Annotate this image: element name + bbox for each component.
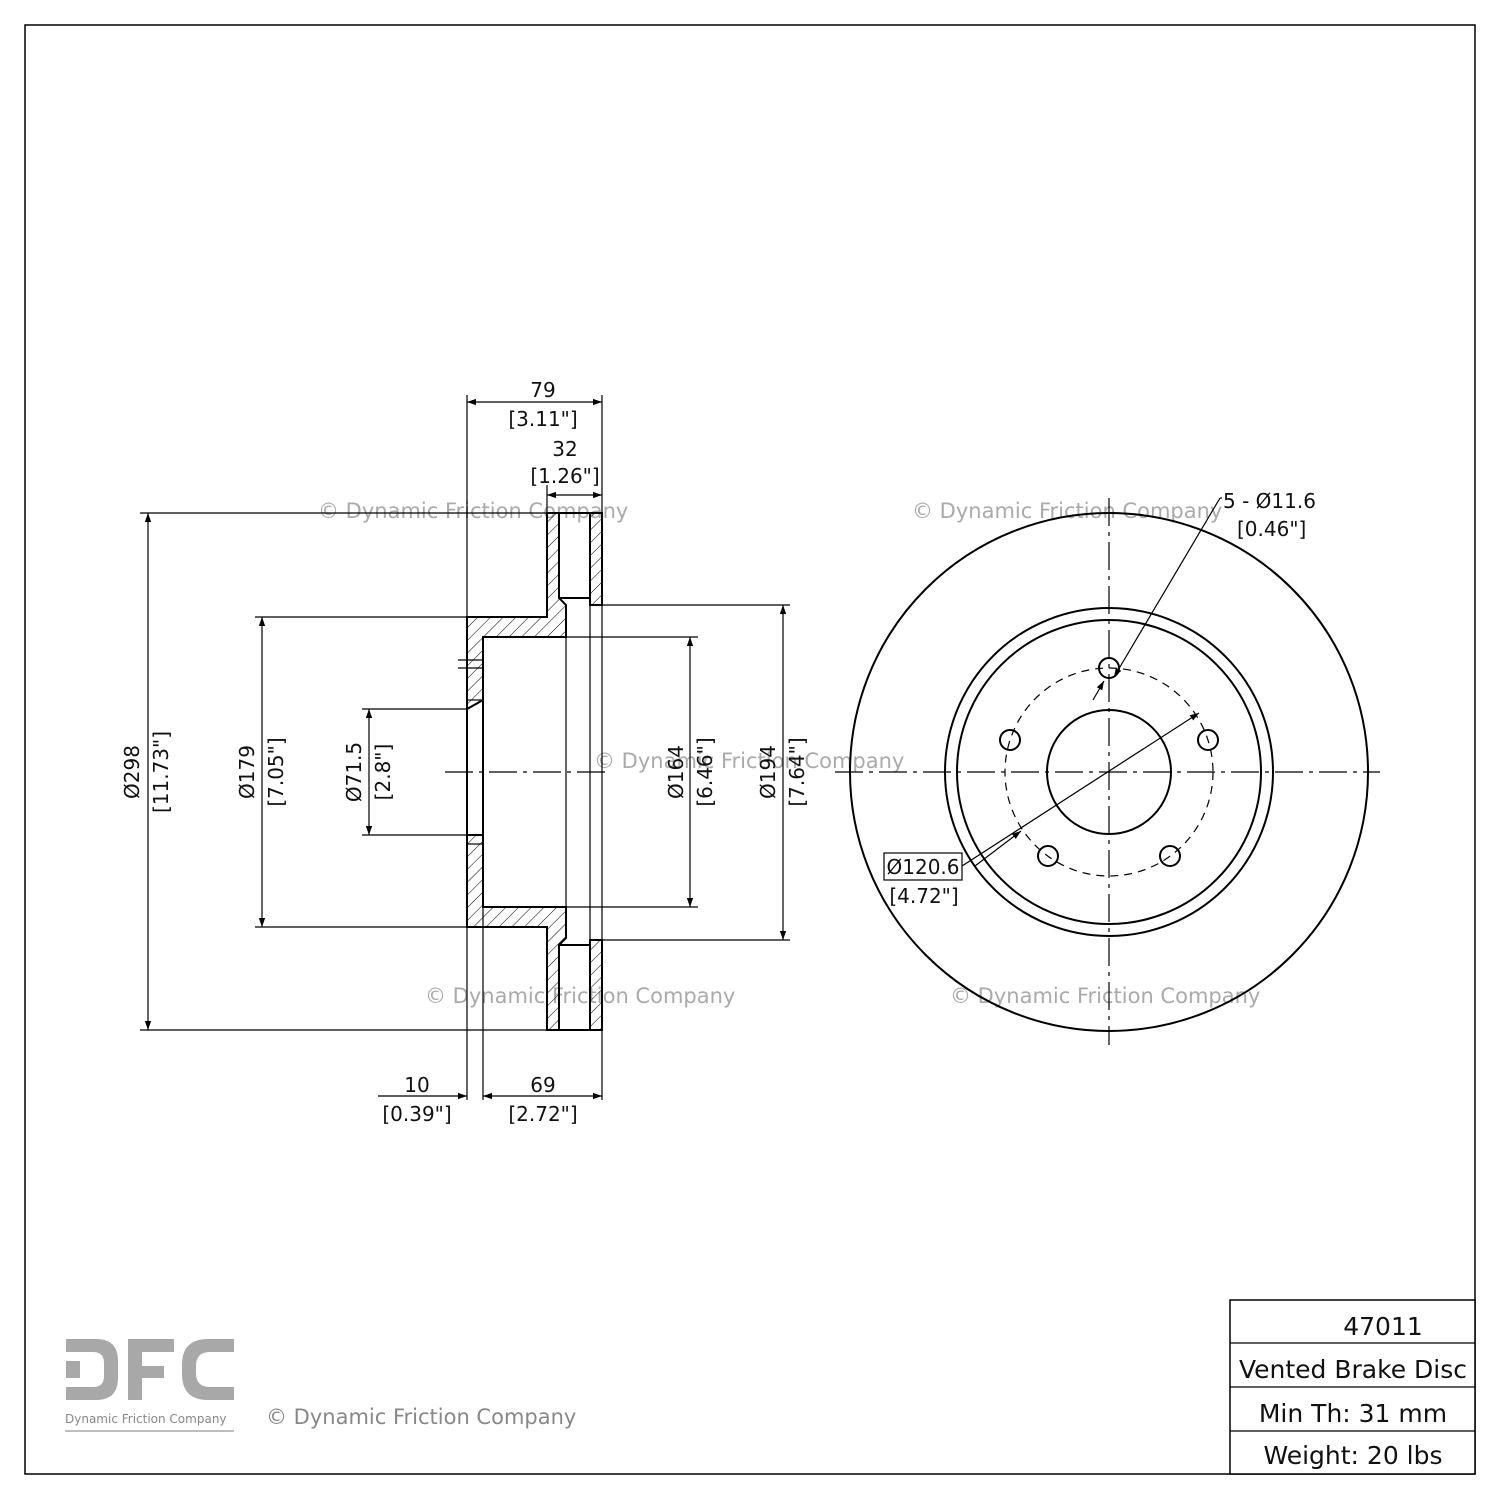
dim-inner-164-mm: Ø164 (664, 745, 688, 799)
bolt-hole-3 (1159, 845, 1181, 867)
watermarks: © Dynamic Friction Company © Dynamic Fri… (318, 499, 1260, 1008)
section-view: 79 [3.11"] 32 [1.26"] 10 [0.39"] 69 [2.7… (120, 378, 809, 1126)
dim-inner-194-mm: Ø194 (756, 745, 780, 799)
title-block: 47011 Vented Brake Disc Min Th: 31 mm We… (1229, 1299, 1476, 1475)
section-upper-hatch (466, 512, 567, 711)
dim-hat-thickness-mm: 10 (404, 1073, 429, 1097)
dim-inner-194-in: [7.64"] (785, 737, 809, 806)
dim-hat-depth-mm: 69 (530, 1073, 555, 1097)
section-lower-outer-plate (589, 939, 603, 1031)
min-thickness: Min Th: 31 mm (1259, 1399, 1447, 1428)
watermark-4: © Dynamic Friction Company (425, 984, 735, 1008)
dfc-logo: Dynamic Friction Company (65, 1339, 234, 1432)
copyright-notice: © Dynamic Friction Company (266, 1405, 576, 1429)
watermark-2: © Dynamic Friction Company (912, 499, 1222, 523)
watermark-5: © Dynamic Friction Company (950, 984, 1260, 1008)
bolt-hole-5 (999, 729, 1021, 751)
dim-overall-height-in: [3.11"] (508, 407, 577, 431)
dim-outer-diameter-in: [11.73"] (149, 731, 173, 813)
dim-overall-height-mm: 79 (530, 378, 555, 402)
dim-hat-depth-in: [2.72"] (508, 1102, 577, 1126)
dim-rotor-thickness-mm: 32 (552, 437, 577, 461)
dim-center-bore-in: [2.8"] (371, 744, 395, 801)
dim-bolt-circle-mm: Ø120.6 (887, 855, 960, 879)
dim-hat-diameter-in: [7.05"] (264, 737, 288, 806)
dim-bolt-circle-in: [4.72"] (889, 884, 958, 908)
section-upper-outer-plate (589, 512, 603, 606)
bolt-hole-4 (1037, 845, 1059, 867)
logo-company-name: Dynamic Friction Company (65, 1412, 227, 1426)
front-view: 5 - Ø11.6 [0.46"] Ø120.6 [4.72"] (835, 489, 1380, 1045)
dim-bolt-holes-mm: 5 - Ø11.6 (1223, 489, 1316, 513)
dim-bolt-holes-in: [0.46"] (1237, 517, 1306, 541)
dim-inner-164-in: [6.46"] (693, 737, 717, 806)
watermark-1: © Dynamic Friction Company (318, 499, 628, 523)
dim-hat-thickness-in: [0.39"] (382, 1102, 451, 1126)
logo-letter-c (182, 1339, 234, 1400)
drawing-border (24, 24, 1476, 1475)
logo-letter-d (66, 1339, 118, 1400)
part-number: 47011 (1343, 1312, 1423, 1341)
dim-center-bore-mm: Ø71.5 (342, 742, 366, 802)
watermark-3: © Dynamic Friction Company (594, 749, 904, 773)
bolt-hole-2 (1197, 729, 1219, 751)
dim-hat-diameter-mm: Ø179 (235, 745, 259, 799)
weight: Weight: 20 lbs (1263, 1441, 1442, 1470)
part-description: Vented Brake Disc (1239, 1355, 1467, 1384)
bolt-circle-label-box (883, 852, 963, 881)
dim-rotor-thickness-in: [1.26"] (530, 464, 599, 488)
dim-outer-diameter-mm: Ø298 (120, 745, 144, 799)
